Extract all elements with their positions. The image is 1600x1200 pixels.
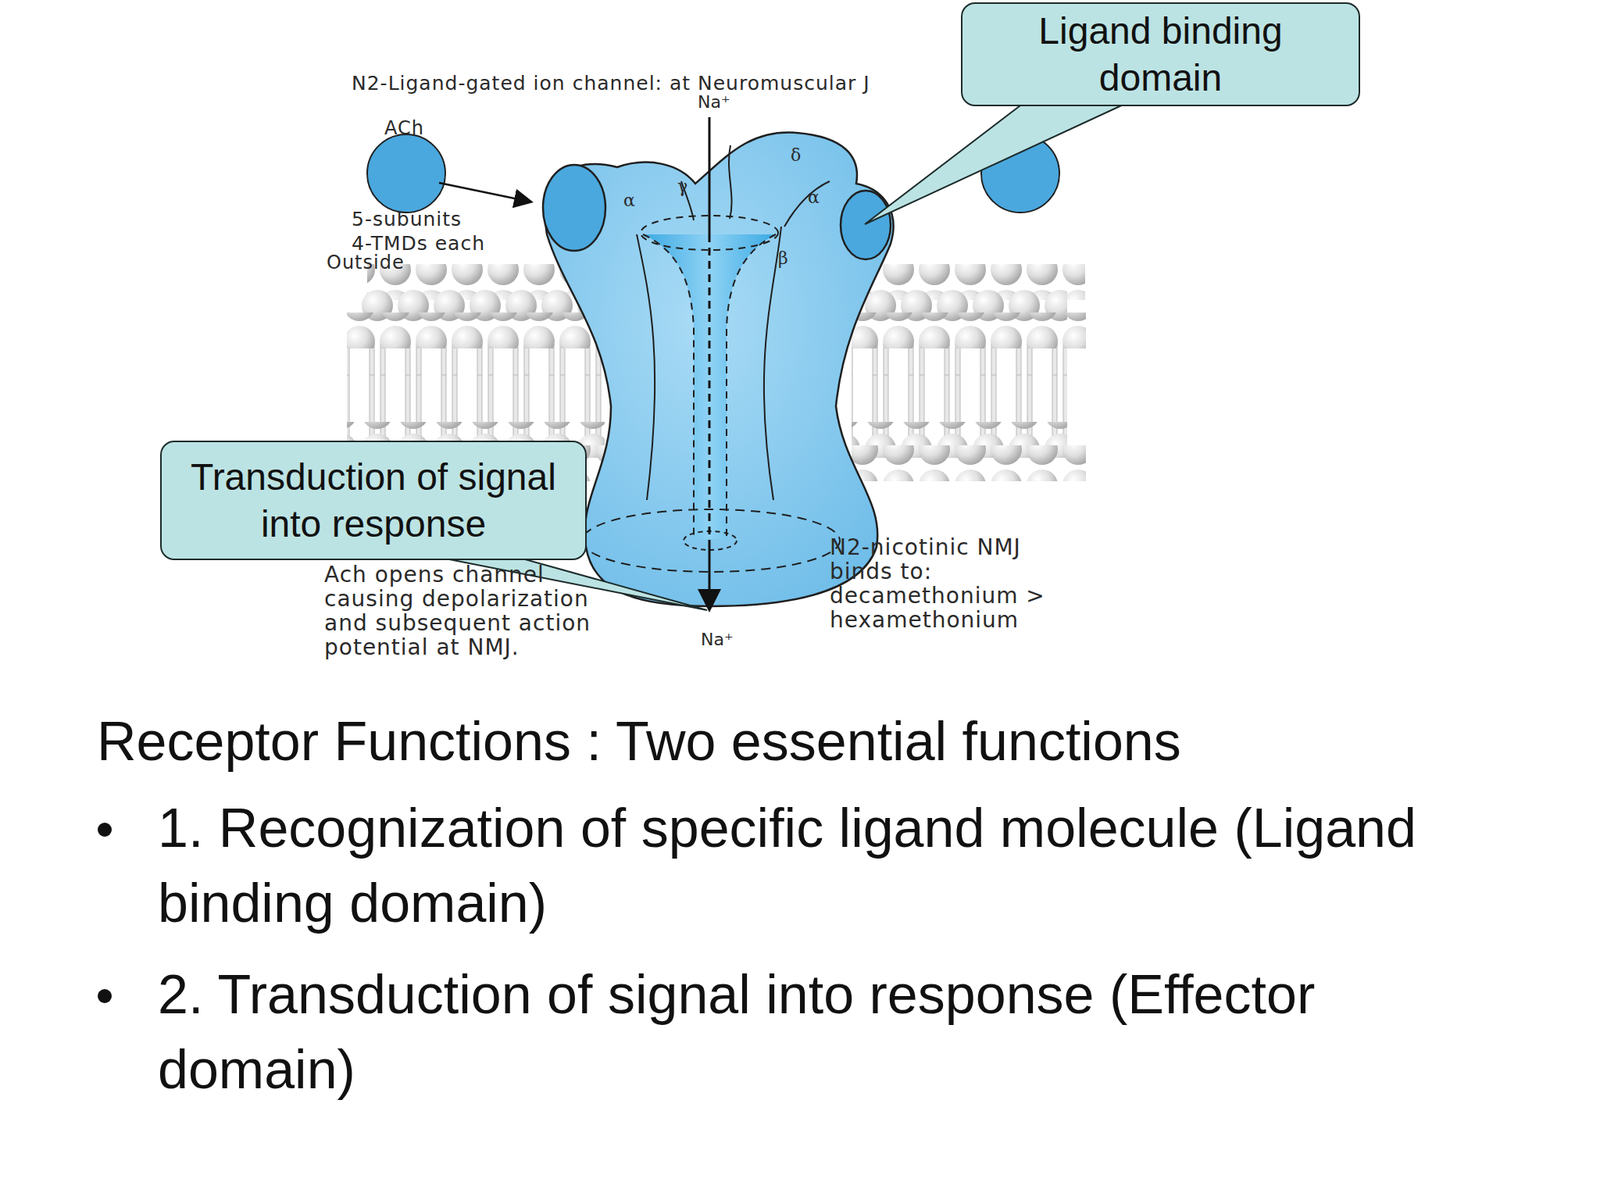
pore-edge: [726, 234, 776, 540]
ligand-site: [542, 164, 606, 251]
ion-label: Na⁺: [697, 92, 731, 113]
subunit-boundary: [728, 145, 733, 219]
pore-edge: [642, 234, 694, 540]
subunit-boundary: [784, 181, 830, 227]
side-label: Outside: [326, 251, 405, 275]
subunit-label: γ: [677, 176, 688, 197]
ion-label: Na⁺: [700, 629, 734, 650]
lipid-heads: [851, 312, 1086, 349]
callout-pointer: [864, 103, 1127, 225]
lipid-bilayer: [851, 264, 1086, 482]
subunit-label: δ: [790, 145, 801, 166]
callout-box: Transduction of signal into response: [160, 440, 587, 561]
slide-heading: Receptor Functions : Two essential funct…: [96, 707, 1182, 776]
ion-flow: [708, 117, 711, 235]
figure-heading: N2-Ligand-gated ion channel: at Neuromus…: [351, 71, 871, 96]
bullet-dot: [97, 822, 112, 837]
subunit-boundary: [636, 234, 655, 500]
mechanism-note: Ach opens channel causing depolarization…: [324, 562, 610, 660]
bullet-text: 2. Transduction of signal into response …: [157, 957, 1525, 1108]
lipid-heads: [346, 312, 605, 349]
bullet-text: 1. Recognization of specific ligand mole…: [157, 790, 1525, 941]
binding-arrow: [439, 182, 530, 202]
subunit-label: α: [807, 187, 820, 208]
callout-text: Ligand binding domain: [996, 7, 1325, 102]
subunit-label: β: [778, 248, 789, 269]
structure-note: 5-subunits: [351, 207, 462, 232]
callout-text: Transduction of signal into response: [189, 453, 558, 548]
ligand-name: ACh: [384, 117, 425, 140]
subunit-label: α: [623, 190, 636, 211]
ion-flow: [708, 546, 711, 608]
binding-note: N2-nicotinic NMJ binds to: decamethonium…: [829, 535, 1065, 633]
ach-molecule: [367, 134, 446, 213]
lipid-heads: [851, 445, 1086, 482]
membrane-plane: [582, 509, 840, 572]
bullet-dot: [97, 989, 112, 1004]
callout-box: Ligand binding domain: [960, 2, 1361, 107]
ligand-site: [840, 190, 891, 260]
ion-flow: [708, 234, 711, 547]
